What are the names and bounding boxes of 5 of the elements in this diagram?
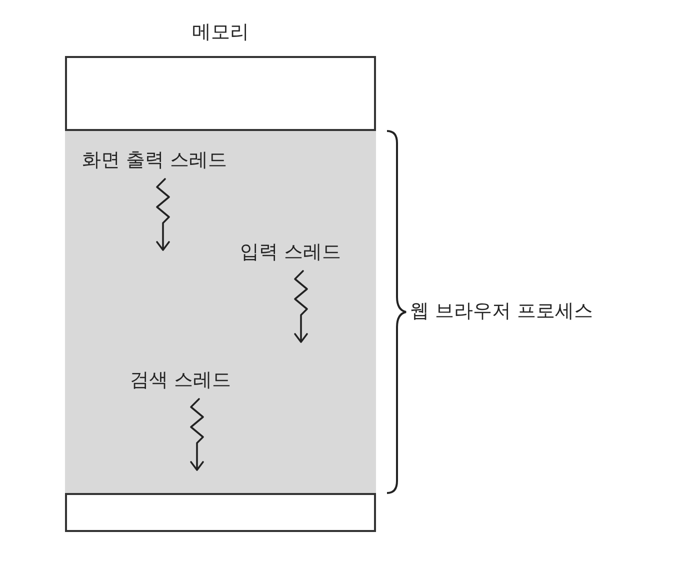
process-label: 웹 브라우저 프로세스 xyxy=(410,299,594,323)
thread-label: 화면 출력 스레드 xyxy=(82,148,228,172)
thread-label: 검색 스레드 xyxy=(130,368,232,392)
thread-label: 입력 스레드 xyxy=(240,240,342,264)
block-title: 메모리 xyxy=(191,20,250,44)
